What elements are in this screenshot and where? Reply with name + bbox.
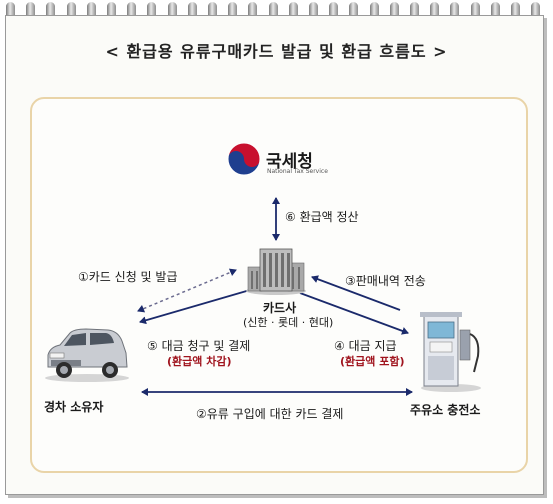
gas-station-label: 주유소 충전소 (410, 403, 481, 417)
flow-2-label: ②유류 구입에 대한 카드 결제 (196, 407, 344, 421)
binding-ring (208, 2, 217, 21)
binding-ring (369, 2, 379, 21)
fuel-pump-icon (420, 312, 481, 392)
binding-ring (66, 2, 76, 21)
flow-3-label: ③판매내역 전송 (345, 274, 426, 288)
binding-ring (187, 2, 197, 21)
binding-ring (26, 2, 36, 21)
binding-ring (329, 2, 339, 21)
binding-ring (511, 2, 520, 21)
binding-ring (490, 2, 500, 21)
binding-ring (470, 2, 480, 21)
binding-ring (6, 2, 15, 21)
binding-ring (410, 2, 419, 21)
flow-5-note: (환급액 차감) (167, 355, 232, 368)
binding-ring (430, 2, 440, 21)
binding-ring (46, 2, 56, 21)
binding-ring (147, 2, 157, 21)
binding-ring (86, 2, 96, 21)
card-company-sub: (신한 · 롯데 · 현대) (243, 316, 334, 329)
office-building-icon (246, 248, 306, 295)
binding-ring (349, 2, 359, 21)
binding-ring (531, 2, 541, 21)
flow-4-label: ④ 대금 지급 (334, 339, 397, 353)
arrow-5-billing (139, 289, 251, 325)
taegeuk-logo-icon (227, 142, 261, 176)
nts-sub: National Tax Service (267, 168, 328, 175)
binding-ring (389, 2, 399, 21)
binding-ring (450, 2, 460, 21)
nts-label: 국세청 (266, 152, 313, 172)
flow-4-note: (환급액 포함) (340, 355, 405, 368)
binding-ring (167, 2, 177, 21)
compact-car-icon (45, 328, 129, 382)
flow-6-label: ⑥ 환급액 정산 (285, 210, 359, 224)
binding-ring (127, 2, 137, 21)
card-company-label: 카드사 (263, 301, 297, 315)
flow-5-label: ⑤ 대금 청구 및 결제 (147, 339, 251, 353)
spiral-binding (6, 0, 546, 22)
binding-ring (268, 2, 278, 21)
binding-ring (288, 2, 298, 21)
binding-ring (228, 2, 238, 21)
page-title: < 환급용 유류구매카드 발급 및 환급 흐름도 > (105, 42, 448, 61)
arrow-4-payment (299, 292, 409, 335)
flow-1-label: ①카드 신청 및 발급 (78, 270, 178, 284)
car-owner-label: 경차 소유자 (44, 400, 104, 414)
arrow-3-sales-report (311, 275, 401, 311)
binding-ring (107, 2, 116, 21)
binding-ring (248, 2, 258, 21)
binding-ring (309, 2, 318, 21)
